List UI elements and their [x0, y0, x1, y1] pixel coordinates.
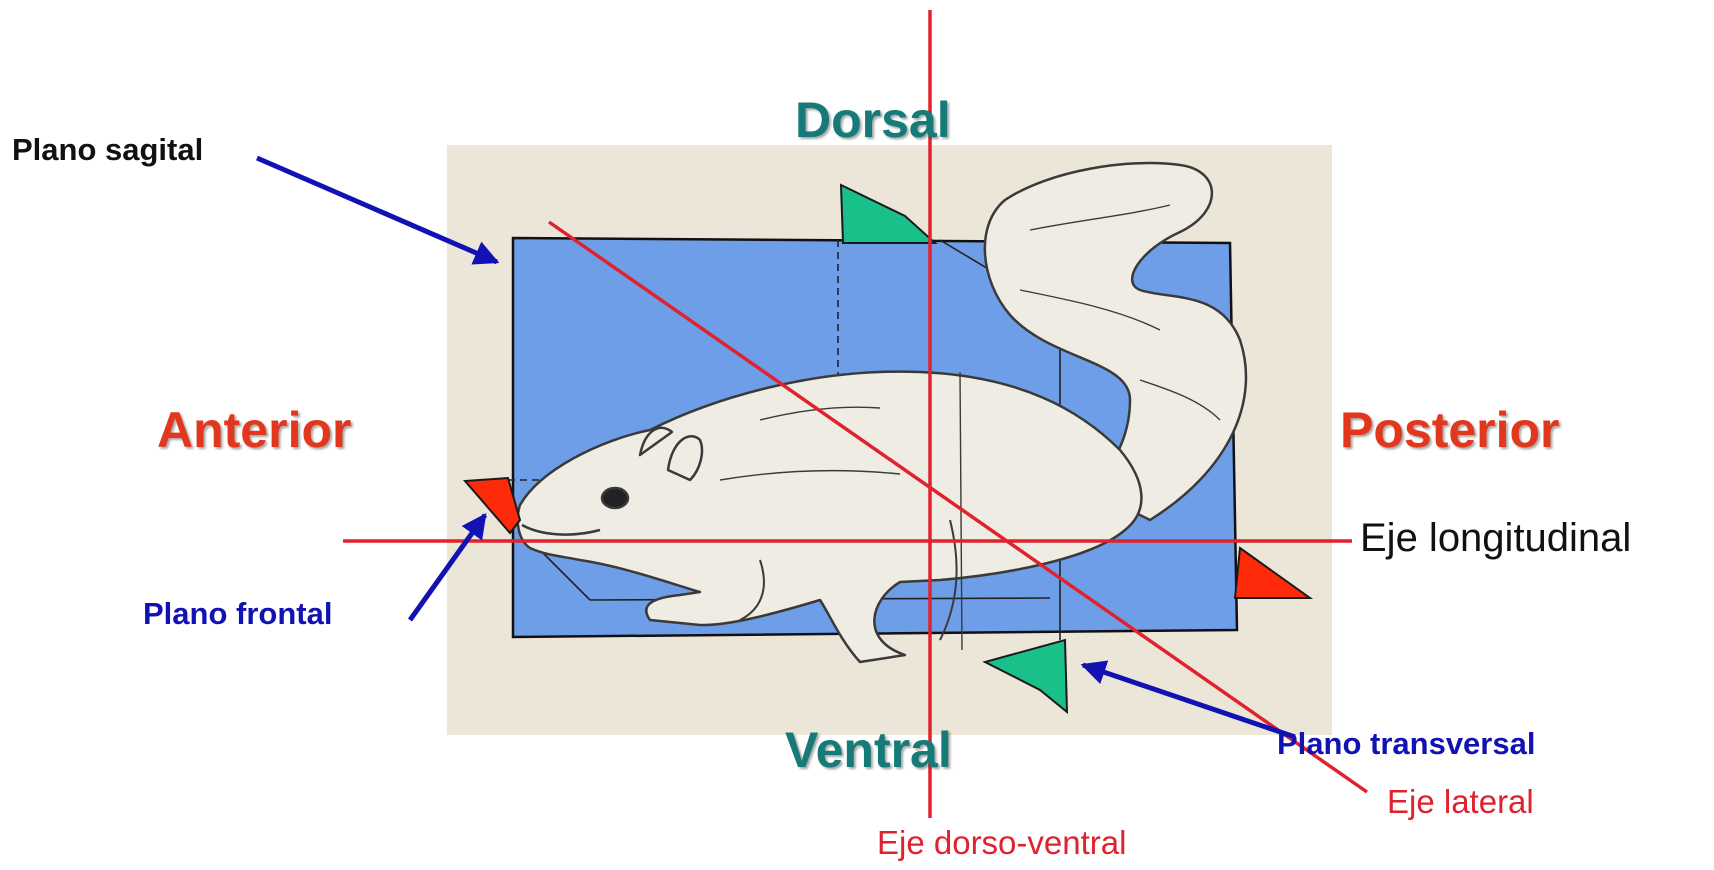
eje-dorso-ventral-label: Eje dorso-ventral — [877, 826, 1126, 859]
eje-longitudinal-label: Eje longitudinal — [1360, 518, 1631, 558]
dorsal-label: Dorsal — [795, 95, 951, 145]
ventral-label: Ventral — [785, 725, 952, 775]
anterior-label: Anterior — [157, 405, 351, 455]
plano-sagital-label: Plano sagital — [12, 134, 203, 165]
posterior-label: Posterior — [1340, 405, 1560, 455]
plano-frontal-label: Plano frontal — [143, 598, 332, 629]
eje-lateral-label: Eje lateral — [1387, 785, 1534, 818]
plano-transversal-label: Plano transversal — [1277, 728, 1535, 759]
